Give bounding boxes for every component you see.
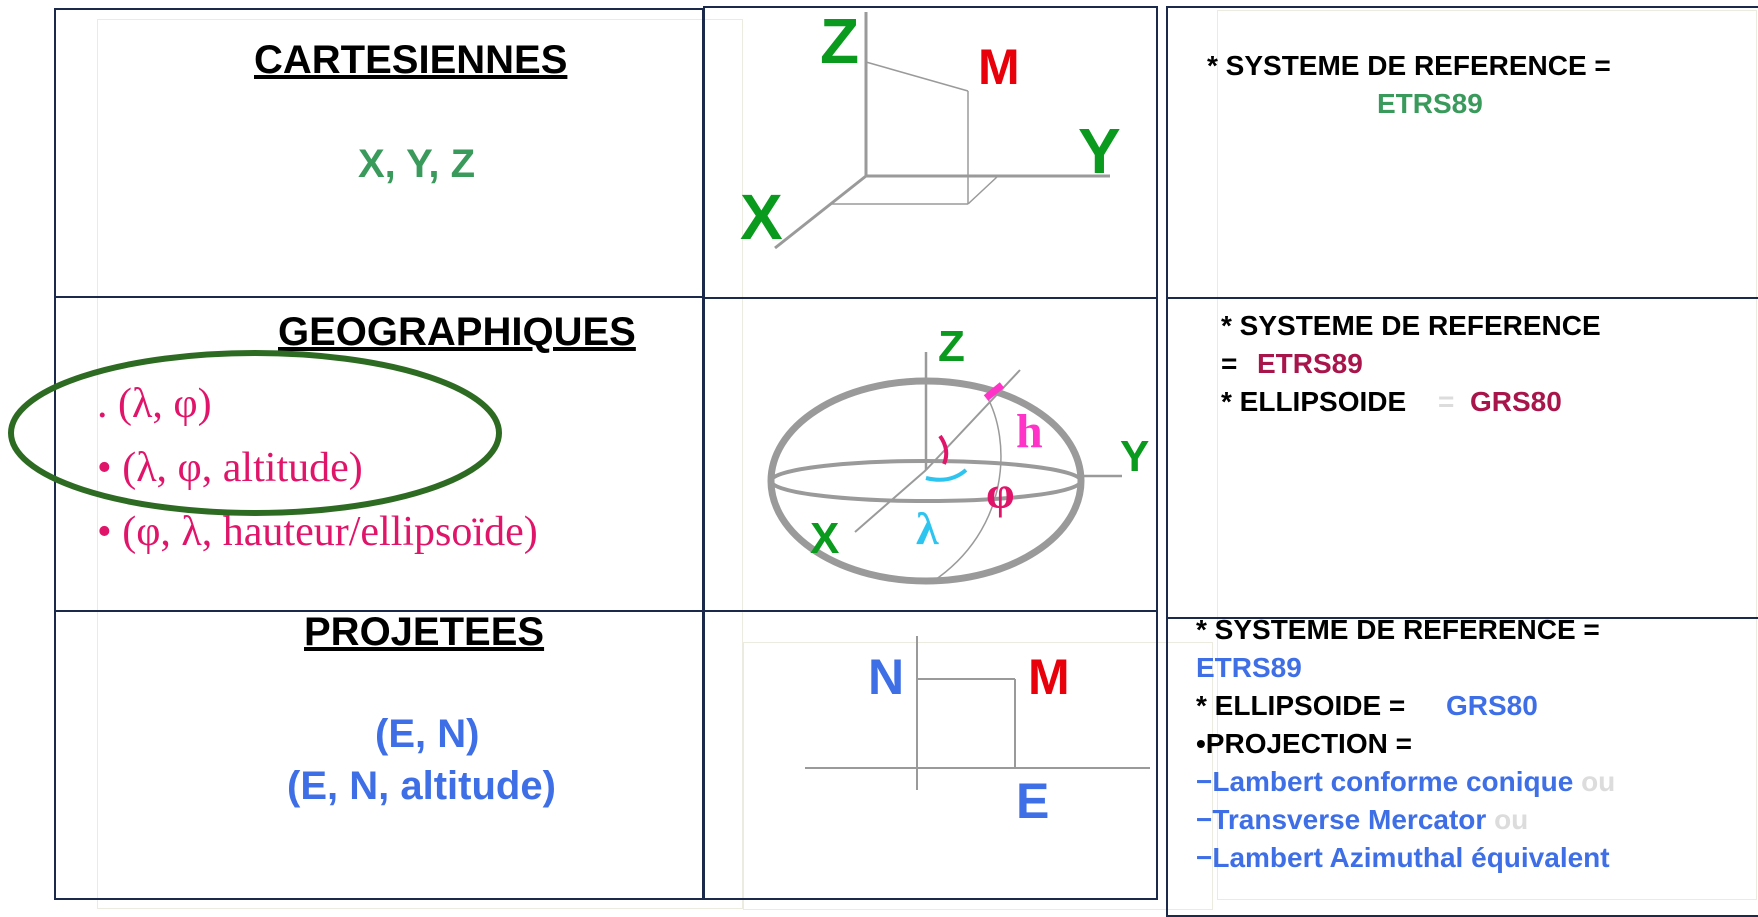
projected-ellipsoid-label: * ELLIPSOIDE =: [1196, 690, 1406, 721]
projection-item-1: −Lambert conforme conique ou: [1196, 766, 1615, 798]
geographic-ellipsoid-eq: =: [1438, 386, 1455, 417]
geographic-item-1: . (λ, φ): [97, 381, 212, 427]
faint-frame-right: [1217, 10, 1757, 900]
projected-n-label: N: [868, 649, 905, 705]
ellipsoid-z-label: Z: [938, 322, 965, 371]
projected-ref-value: ETRS89: [1196, 652, 1302, 683]
cartesian-x-label: X: [740, 181, 783, 253]
projected-ref-label: * SYSTEME DE REFERENCE =: [1196, 614, 1600, 645]
ellipsoid-phi-label: φ: [986, 467, 1015, 518]
geographic-ref-label: * SYSTEME DE REFERENCE: [1221, 310, 1601, 341]
faint-frame-mid: [743, 642, 1213, 910]
faint-frame-left: [97, 19, 743, 909]
cartesian-ref-label: * SYSTEME DE REFERENCE =: [1207, 50, 1611, 81]
geographic-item-2: • (λ, φ, altitude): [97, 445, 363, 491]
cell-projected-diagram: [703, 610, 1158, 900]
projected-title: PROJETEES: [304, 610, 545, 654]
ellipsoid-x-label: X: [810, 514, 840, 563]
geographic-ref-eq: =: [1221, 348, 1238, 379]
cartesian-y-label: Y: [1078, 115, 1121, 187]
geographic-ref-value: ETRS89: [1257, 348, 1363, 379]
geographic-item-3: • (φ, λ, hauteur/ellipsoïde): [97, 509, 538, 555]
geographic-ellipsoid-label: * ELLIPSOIDE: [1221, 386, 1407, 417]
geographic-ellipsoid-value: GRS80: [1470, 386, 1562, 417]
geographic-title: GEOGRAPHIQUES: [278, 310, 636, 354]
projection-item-1-name: −Lambert conforme conique: [1196, 766, 1574, 797]
projected-coords-2: (E, N, altitude): [287, 764, 556, 808]
projected-coords-1: (E, N): [375, 712, 480, 756]
projected-m-label: M: [1028, 649, 1070, 705]
projected-ellipsoid-value: GRS80: [1446, 690, 1538, 721]
projection-label: •PROJECTION =: [1196, 728, 1412, 759]
projection-item-3: −Lambert Azimuthal équivalent: [1196, 842, 1610, 874]
cartesian-title: CARTESIENNES: [254, 38, 568, 82]
projection-item-1-suffix: ou: [1581, 766, 1616, 797]
projection-item-2-suffix: ou: [1494, 804, 1529, 835]
cartesian-z-label: Z: [820, 5, 860, 77]
ellipsoid-h-label: h: [1016, 405, 1043, 458]
cartesian-m-label: M: [978, 39, 1020, 95]
ellipsoid-lambda-label: λ: [916, 503, 939, 554]
cartesian-ref-value: ETRS89: [1377, 88, 1483, 119]
projection-item-2: −Transverse Mercator ou: [1196, 804, 1528, 836]
cartesian-coords: X, Y, Z: [358, 142, 476, 186]
projection-item-3-name: −Lambert Azimuthal équivalent: [1196, 842, 1610, 873]
ellipsoid-y-label: Y: [1120, 432, 1150, 481]
projected-e-label: E: [1016, 773, 1050, 829]
projection-item-2-name: −Transverse Mercator: [1196, 804, 1487, 835]
